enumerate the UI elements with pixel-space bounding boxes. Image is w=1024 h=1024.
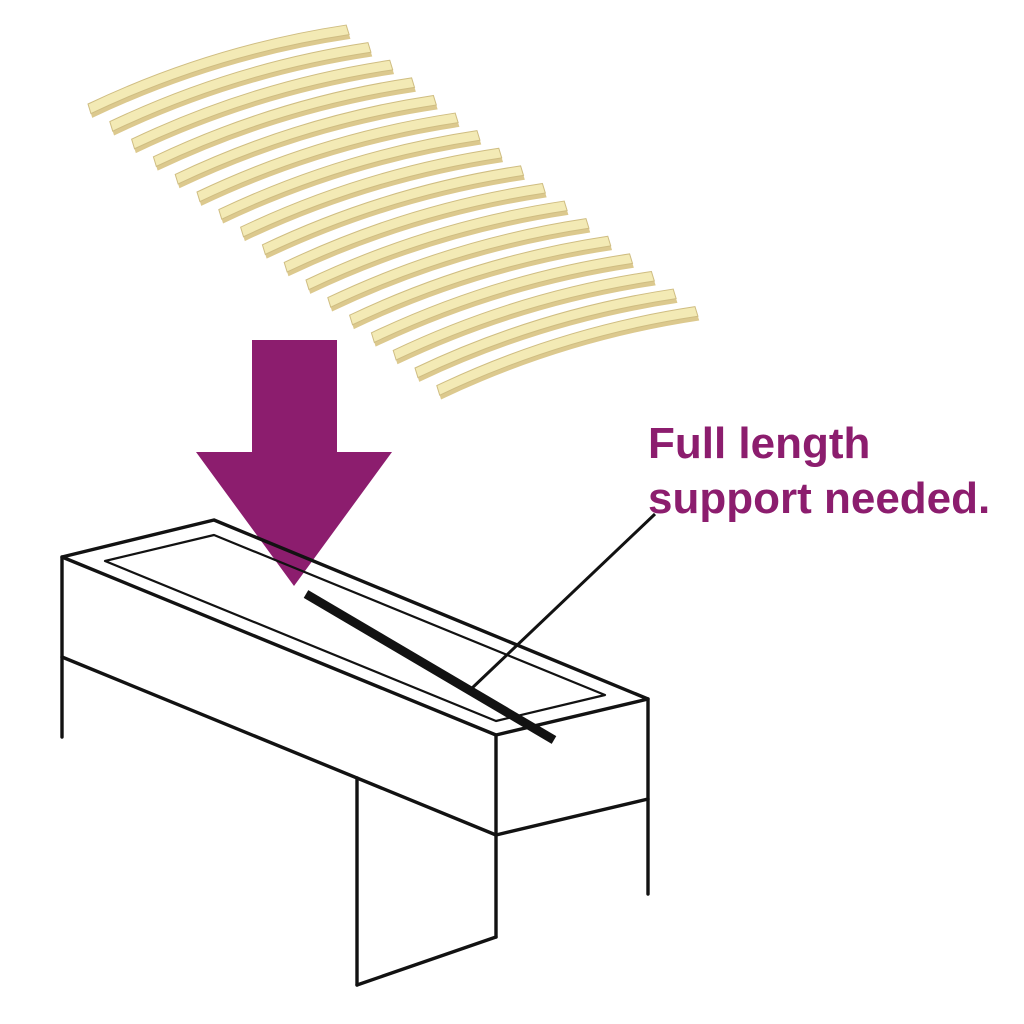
- slat: [261, 165, 525, 259]
- leader-line: [468, 512, 657, 692]
- slat: [174, 94, 438, 189]
- slat: [414, 288, 678, 382]
- slat: [327, 218, 591, 312]
- bed-frame-outline: [60, 512, 657, 987]
- slat: [130, 59, 395, 154]
- support-rail: [303, 590, 557, 744]
- bed-frame-inner-rim: [103, 533, 607, 723]
- slat: [392, 270, 656, 365]
- slatted-base: [87, 24, 700, 400]
- slat: [305, 200, 569, 294]
- slat: [218, 130, 482, 224]
- slat: [370, 253, 634, 347]
- annotation-text: Full length support needed.: [648, 416, 990, 526]
- annotation-line-1: Full length: [648, 419, 871, 468]
- slat: [283, 182, 547, 277]
- slat: [152, 77, 416, 171]
- slat: [87, 24, 351, 118]
- annotation-line-2: support needed.: [648, 474, 991, 523]
- slat: [348, 235, 613, 330]
- slat: [239, 147, 504, 242]
- bed-frame-bottom-edges: [60, 655, 650, 837]
- bed-frame-leg-base: [355, 935, 498, 987]
- slat: [109, 42, 373, 136]
- down-arrow-icon: [196, 340, 392, 586]
- slat: [436, 306, 700, 400]
- slat: [196, 112, 460, 206]
